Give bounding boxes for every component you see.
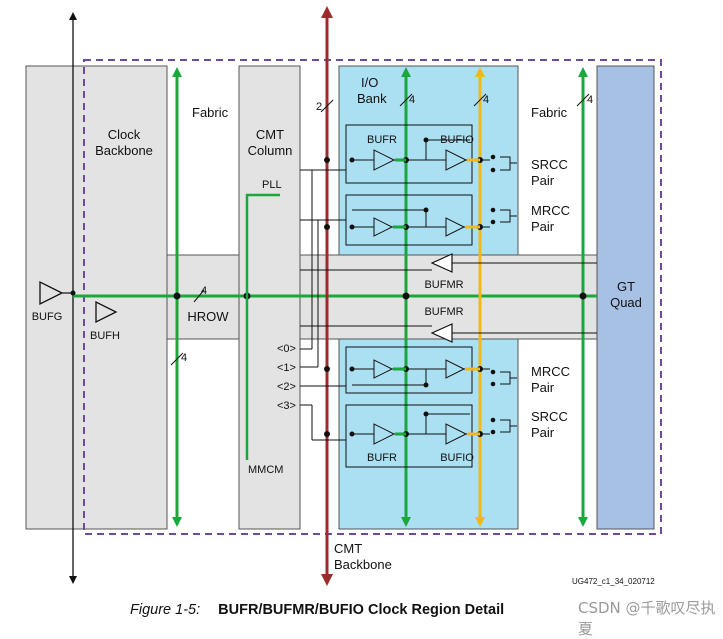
figure-title: BUFR/BUFMR/BUFIO Clock Region Detail xyxy=(218,602,505,618)
io-bank-label-1: I/O xyxy=(361,75,378,90)
clock-backbone-label-2: Backbone xyxy=(95,143,153,158)
mrcc-pair-top-2: Pair xyxy=(531,219,555,234)
bus-width-4-hrow: 4 xyxy=(201,285,207,297)
srcc-pair-bottom-2: Pair xyxy=(531,425,555,440)
cmt-backbone-label-2: Backbone xyxy=(334,557,392,572)
bufh-buffer-icon xyxy=(95,300,118,324)
gt-quad-panel xyxy=(596,65,655,530)
mmcm-tap-3: <3> xyxy=(277,400,296,412)
srcc-pair-bottom-1: SRCC xyxy=(531,409,568,424)
figure-number: Figure 1-5: xyxy=(130,602,201,618)
figure-caption: Figure 1-5: BUFR/BUFMR/BUFIO Clock Regio… xyxy=(130,602,504,618)
bufr-top-label: BUFR xyxy=(367,134,397,146)
srcc-pair-top-2: Pair xyxy=(531,173,555,188)
bufio-top-label: BUFIO xyxy=(440,134,474,146)
hrow-label: HROW xyxy=(187,309,229,324)
mrcc-pair-top-1: MRCC xyxy=(531,203,570,218)
watermark: CSDN @千歌叹尽执夏 xyxy=(578,599,716,638)
clock-backbone-label-1: Clock xyxy=(108,127,141,142)
bus-width-4-gt: 4 xyxy=(587,94,593,106)
mmcm-label: MMCM xyxy=(248,464,283,476)
mmcm-tap-wires xyxy=(300,170,346,441)
pll-label: PLL xyxy=(262,179,282,191)
bus-width-2: 2 xyxy=(316,101,322,113)
io-bank-label-2: Bank xyxy=(357,91,387,106)
bufio-bottom-label: BUFIO xyxy=(440,452,474,464)
bottom-pin-markers xyxy=(490,369,517,435)
cmt-column-label-1: CMT xyxy=(256,127,284,142)
clock-region-diagram: Clock Backbone Fabric CMT Column I/O Ban… xyxy=(25,5,662,586)
bufmr-bottom-label: BUFMR xyxy=(424,306,463,318)
bufg-buffer-icon xyxy=(39,280,64,306)
fabric-left-label: Fabric xyxy=(192,105,229,120)
mmcm-tap-0: <0> xyxy=(277,343,296,355)
cmt-backbone-label-1: CMT xyxy=(334,541,362,556)
gt-quad-label-2: Quad xyxy=(610,295,642,310)
bufmr-top-label: BUFMR xyxy=(424,279,463,291)
srcc-pair-top-1: SRCC xyxy=(531,157,568,172)
gt-quad-label-1: GT xyxy=(617,279,635,294)
hrow-junction-io xyxy=(402,292,410,300)
bus-width-4-io-b: 4 xyxy=(483,94,489,106)
mmcm-tap-1: <1> xyxy=(277,362,296,374)
bus-slashes xyxy=(170,93,590,366)
mmcm-tap-2: <2> xyxy=(277,381,296,393)
bufg-label: BUFG xyxy=(32,311,63,323)
doc-id-label: UG472_c1_34_020712 xyxy=(572,577,655,586)
bufh-label: BUFH xyxy=(90,330,120,342)
mrcc-pair-bottom-1: MRCC xyxy=(531,364,570,379)
top-pin-markers xyxy=(490,154,517,225)
bufr-bottom-label: BUFR xyxy=(367,452,397,464)
mrcc-pair-bottom-2: Pair xyxy=(531,380,555,395)
bus-width-4-io-a: 4 xyxy=(409,94,415,106)
cmt-column-label-2: Column xyxy=(248,143,293,158)
hrow-junction-fabric xyxy=(173,292,181,300)
hrow-junction-fabric-right xyxy=(579,292,587,300)
top-bufr-bufio-group xyxy=(300,124,490,246)
bus-width-4-fabric: 4 xyxy=(181,352,187,364)
fabric-right-label: Fabric xyxy=(531,105,568,120)
pll-green-path xyxy=(245,193,280,460)
